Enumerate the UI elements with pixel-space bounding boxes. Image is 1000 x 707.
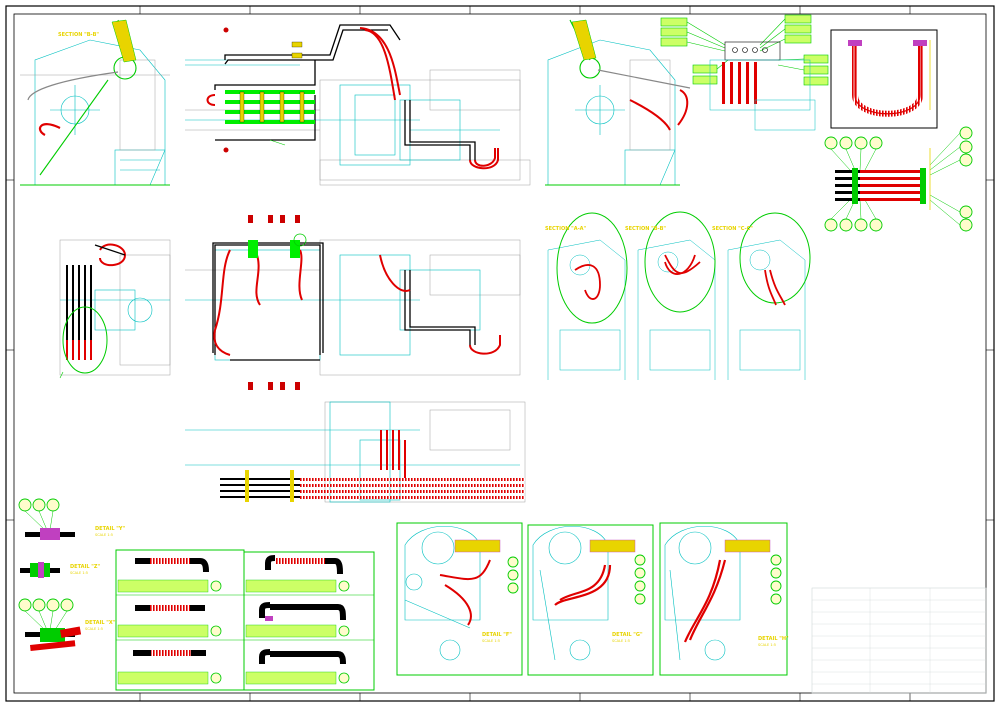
detail-label: DETAIL "Z" — [70, 564, 100, 570]
section-view-top-right — [545, 19, 691, 186]
detail-g: DETAIL "G" SCALE 1:5 — [527, 524, 654, 676]
detail-h: DETAIL "H" SCALE 1:5 — [659, 522, 789, 676]
detail-scale: SCALE 1:5 — [482, 639, 500, 643]
hose-item-3 — [135, 605, 205, 611]
detail-f: DETAIL "F" SCALE 1:5 — [396, 522, 523, 676]
hose-loop-detail — [830, 29, 938, 129]
detail-label: DETAIL "Y" — [95, 526, 125, 532]
detail-y: DETAIL "Y" SCALE 1:5 — [18, 498, 125, 540]
section-label: SECTION "B-B" — [625, 226, 666, 232]
hose-assembly-table — [115, 549, 375, 691]
section-label: SECTION "A-A" — [545, 226, 587, 232]
section-view-b-b: SECTION "B-B" — [625, 211, 716, 380]
main-elevation-middle — [185, 215, 521, 390]
detail-x: DETAIL "X" SCALE 1:5 — [18, 598, 116, 651]
section-label: SECTION "B-B" — [58, 32, 99, 38]
hose-item-4 — [259, 602, 346, 621]
manifold-detail-right — [824, 126, 973, 232]
hose-item-2 — [265, 555, 343, 575]
section-view-middle-left — [59, 239, 171, 379]
hose-item-5 — [133, 650, 206, 656]
detail-scale: SCALE 1:5 — [758, 643, 776, 647]
section-label: SECTION "C-C" — [712, 226, 753, 232]
detail-scale: SCALE 1:5 — [85, 627, 103, 631]
detail-scale: SCALE 1:5 — [95, 533, 113, 537]
detail-scale: SCALE 1:5 — [612, 639, 630, 643]
manifold-detail-top — [660, 14, 829, 131]
detail-label: DETAIL "H" — [758, 636, 789, 642]
detail-label: DETAIL "G" — [612, 632, 643, 638]
detail-label: DETAIL "F" — [482, 632, 512, 638]
section-view-top-left: SECTION "B-B" — [20, 19, 170, 186]
detail-scale: SCALE 1:5 — [70, 571, 88, 575]
section-view-a-a: SECTION "A-A" — [545, 212, 628, 380]
hose-item-1 — [135, 558, 209, 573]
main-elevation-top — [185, 24, 531, 186]
sheet-border — [5, 5, 995, 702]
main-elevation-lower — [185, 401, 526, 503]
section-view-c-c: SECTION "C-C" — [712, 212, 811, 380]
title-block — [811, 587, 987, 694]
hose-item-6 — [259, 649, 346, 665]
detail-z: DETAIL "Z" SCALE 1:5 — [20, 562, 100, 578]
detail-label: DETAIL "X" — [85, 620, 116, 626]
